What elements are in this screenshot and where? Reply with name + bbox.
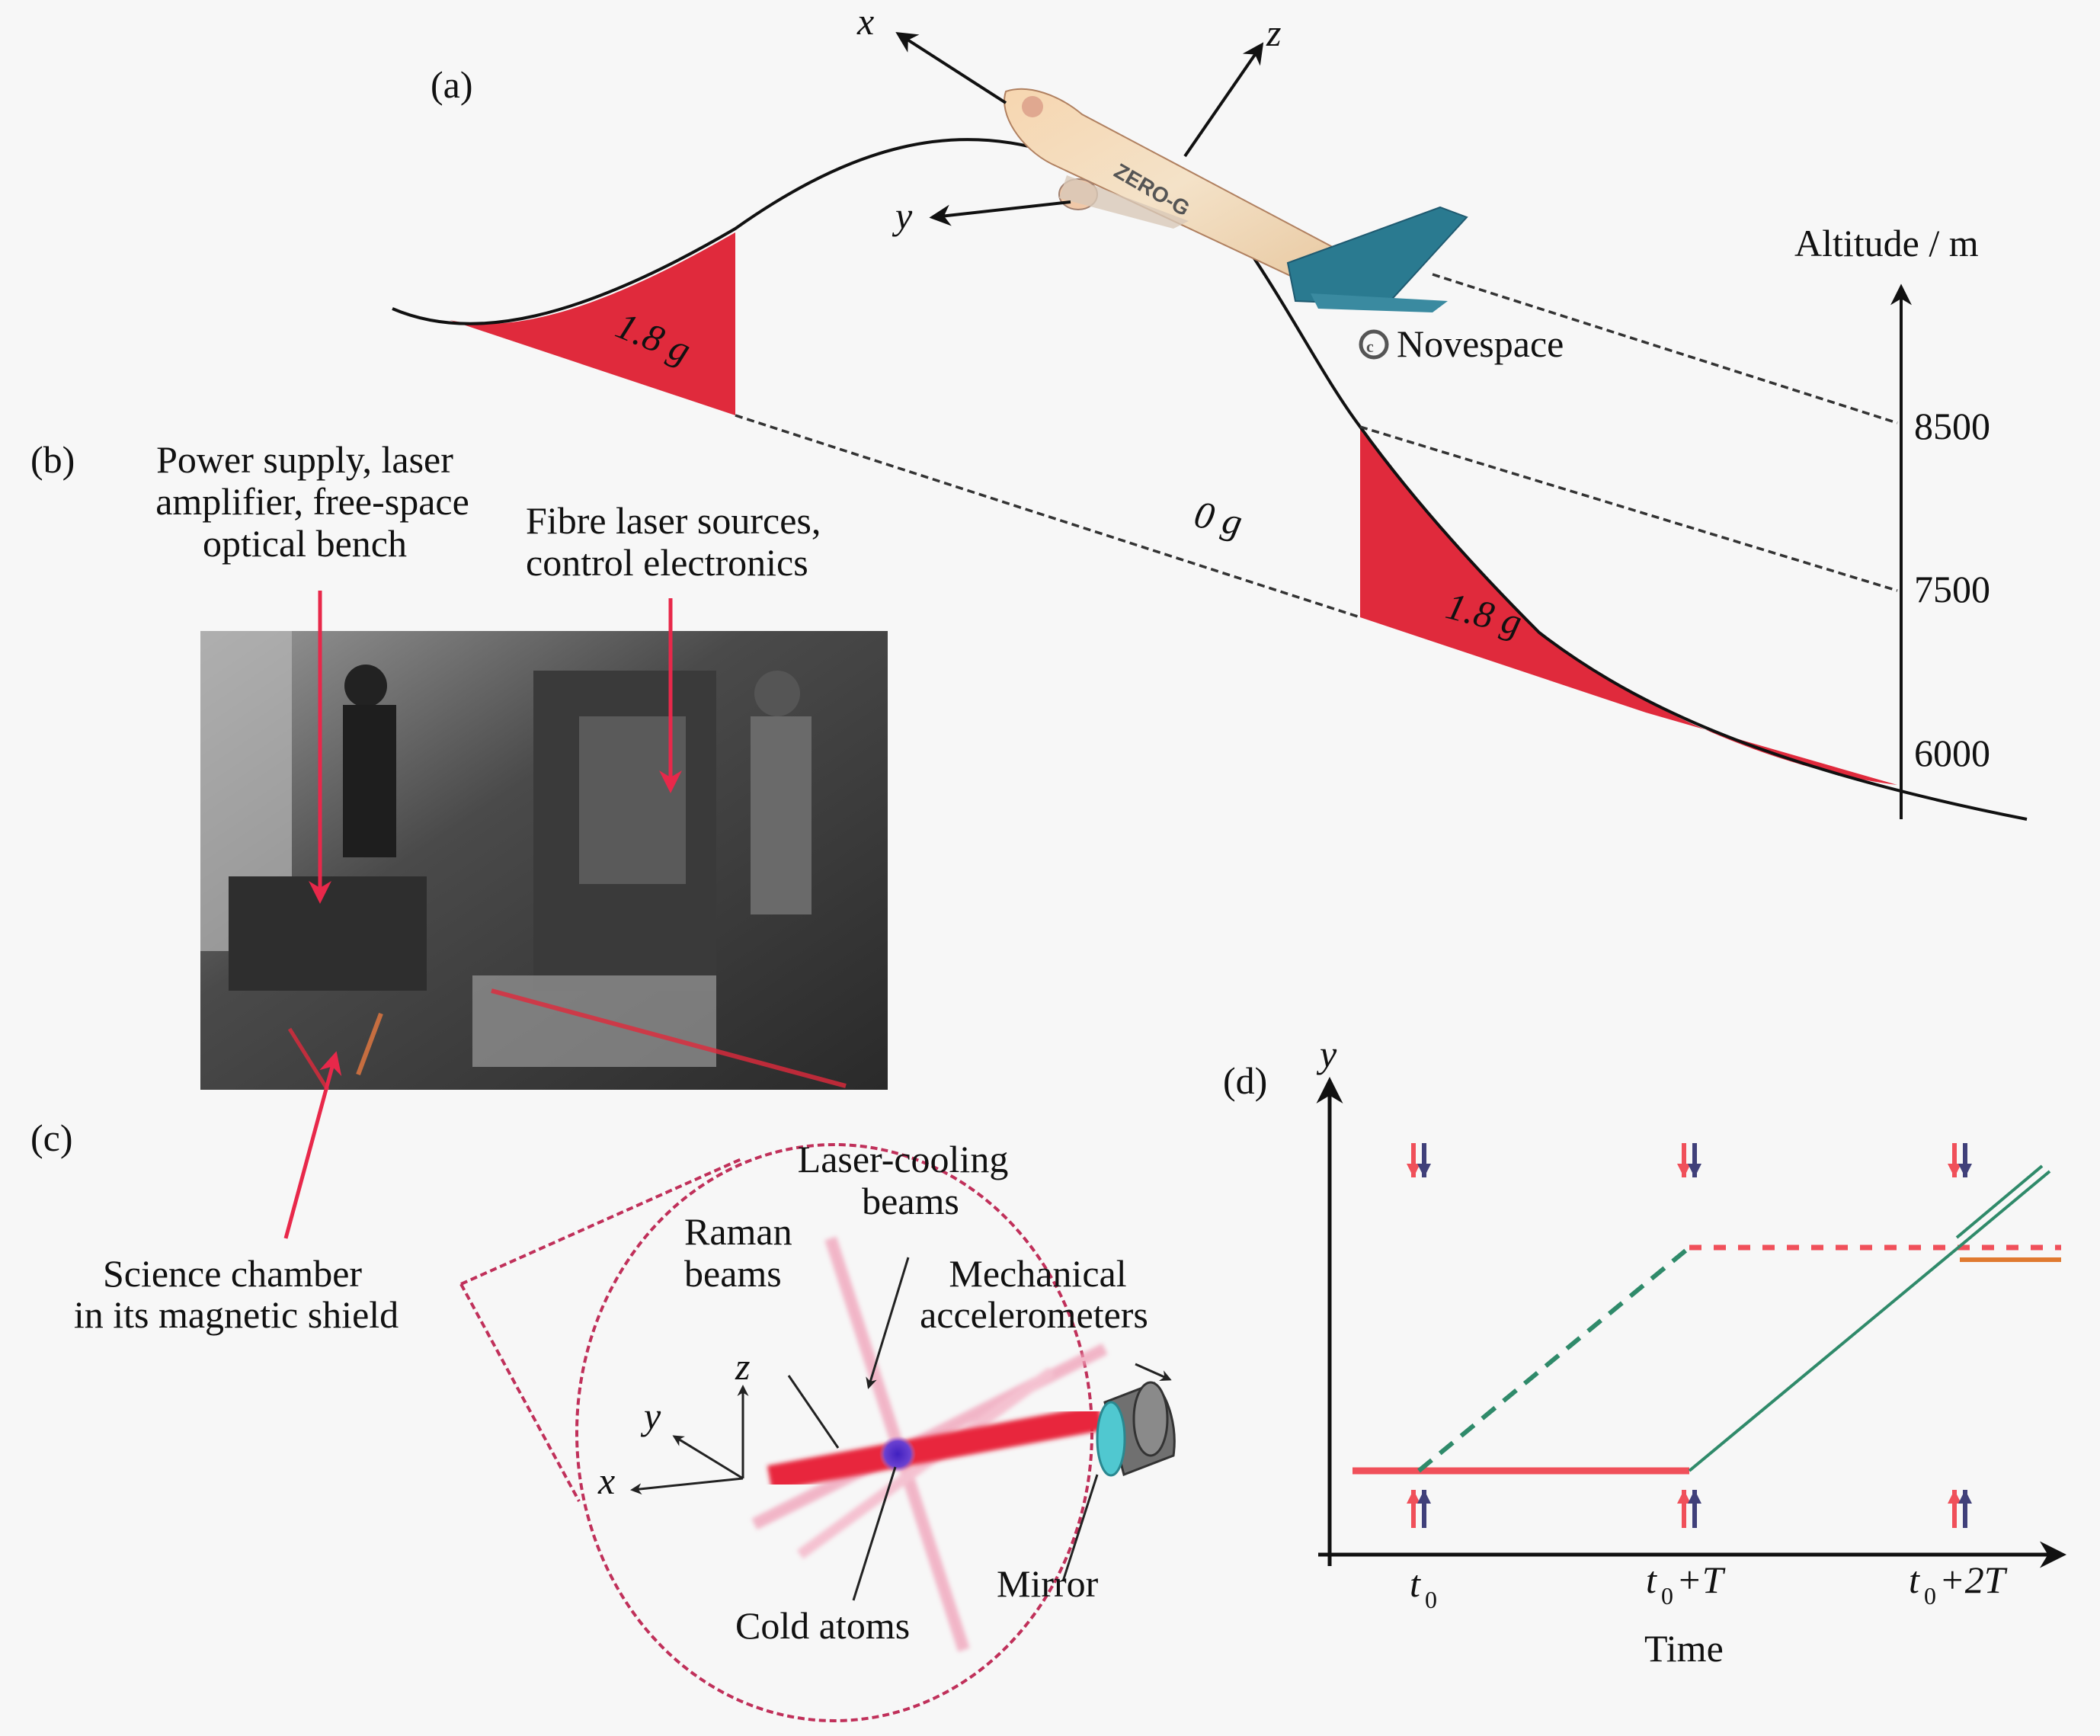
aircraft-axis-z (1183, 42, 1264, 158)
copyright-credit: c Novespace (1359, 322, 1564, 365)
pulse-arrow-up-red-1-head (1677, 1490, 1691, 1504)
pulse-arrow-down-blue-1-head (1688, 1164, 1701, 1177)
pulse-arrow-down-red-0-head (1407, 1164, 1420, 1177)
pulse-arrow-down-red-1-head (1677, 1164, 1691, 1177)
laser-pulse-arrows (1407, 1143, 1972, 1528)
aircraft-axis-y (929, 200, 1071, 226)
leader-mirror (1061, 1474, 1099, 1582)
svg-text:0: 0 (1924, 1582, 1936, 1609)
panel-c: (c) Laser-cooling beams Raman beam (30, 1116, 1176, 1722)
aircraft-axis-z-label: z (1266, 11, 1281, 54)
aircraft-illustration: ZERO-G (1004, 88, 1468, 312)
diagram-y-axis-label: y (1316, 1033, 1337, 1075)
aircraft-axis-y-label: y (892, 194, 913, 237)
hypergravity-region-pullout (1360, 427, 1897, 785)
callout-science-chamber-line2: in its magnetic shield (74, 1293, 399, 1336)
aircraft-axis-x (895, 31, 1007, 104)
altitude-axis-title: Altitude / m (1794, 222, 1979, 264)
pulse-arrow-up-red-2-head (1948, 1490, 1961, 1504)
chamber-axis-z-label: z (735, 1345, 750, 1388)
panel-a: (a) Altitude / m 8500 7500 6000 1.8 g 0 … (392, 0, 2028, 821)
panel-d-label: (d) (1223, 1059, 1267, 1102)
svg-text:+2T: +2T (1939, 1558, 2008, 1601)
pulse-arrow-up-blue-1-head (1688, 1490, 1701, 1504)
pulse-arrow-down-blue-0-head (1417, 1164, 1431, 1177)
chamber-axis-y-label: y (640, 1395, 661, 1437)
aircraft-axis-x-label: x (856, 0, 874, 43)
copyright-icon (1359, 329, 1389, 360)
output-port-a (1957, 1170, 2051, 1249)
upper-path-rising (1417, 1245, 1691, 1473)
callout-cold-atoms: Cold atoms (735, 1604, 910, 1647)
panel-b: (b) Power supply, laser amplifier, free-… (30, 438, 888, 1336)
callout-laser-cooling-line1: Laser-cooling (798, 1138, 1009, 1180)
leader-raman (787, 1375, 840, 1449)
cold-atoms (879, 1436, 916, 1472)
callout-raman-line1: Raman (684, 1210, 792, 1253)
callout-raman-line2: beams (684, 1252, 782, 1295)
callout-accelerometers-line2: accelerometers (920, 1293, 1148, 1336)
diagram-time-axis-label: Time (1644, 1627, 1724, 1670)
lower-path-rising (1688, 1246, 1960, 1472)
callout-power-supply-line1: Power supply, laser (156, 438, 453, 481)
svg-text:t: t (1410, 1562, 1421, 1605)
mirror (1096, 1401, 1126, 1477)
svg-text:t: t (1909, 1558, 1920, 1601)
callout-arrow-science-chamber (283, 1051, 342, 1239)
pulse-arrow-up-blue-0-head (1417, 1490, 1431, 1504)
callout-fibre-laser-line1: Fibre laser sources, (526, 499, 821, 542)
altitude-tick-7500: 7500 (1914, 568, 1990, 610)
callout-mirror: Mirror (997, 1562, 1099, 1605)
callout-accelerometers-line1: Mechanical (949, 1252, 1126, 1295)
callout-power-supply-line2: amplifier, free-space (155, 480, 469, 523)
callout-science-chamber-line1: Science chamber (103, 1252, 362, 1295)
pulse-arrow-up-blue-2-head (1958, 1490, 1972, 1504)
chamber-axis-x-label: x (597, 1459, 615, 1502)
experiment-photo (200, 631, 888, 1091)
raman-beam (767, 1404, 1104, 1491)
phase-label-freefall: 0 g (1191, 492, 1247, 544)
credit-text: Novespace (1397, 322, 1564, 365)
hypergravity-region-pullup (450, 232, 735, 415)
magnifier-circle (575, 1143, 1093, 1722)
callout-power-supply-line3: optical bench (203, 522, 407, 565)
pulse-arrow-down-red-2-head (1948, 1164, 1961, 1177)
projection-line-0g (735, 414, 1361, 619)
projection-line-7500 (1359, 425, 1898, 592)
leader-accel (1135, 1363, 1172, 1381)
altitude-tick-6000: 6000 (1914, 732, 1990, 774)
time-tick-t0-plus-2T: t 0 +2T (1909, 1558, 2008, 1609)
svg-text:0: 0 (1425, 1586, 1437, 1613)
leader-atoms (852, 1466, 897, 1601)
time-tick-t0: t 0 (1410, 1562, 1437, 1613)
panel-c-label: (c) (30, 1116, 73, 1159)
callout-fibre-laser-line2: control electronics (526, 541, 808, 584)
magnifier-cone-top (460, 1157, 744, 1286)
svg-text:c: c (1366, 337, 1374, 356)
pulse-arrow-up-red-0-head (1407, 1490, 1420, 1504)
altitude-tick-8500: 8500 (1914, 405, 1990, 447)
panel-a-label: (a) (431, 63, 473, 106)
output-port-b (1955, 1164, 2044, 1239)
svg-text:t: t (1646, 1558, 1657, 1601)
panel-d: (d) y t 0 t 0 +T t 0 +2T Time (1223, 1033, 2066, 1670)
time-tick-t0-plus-T: t 0 +T (1646, 1558, 1726, 1609)
chamber-axes: z y x (597, 1345, 750, 1502)
panel-b-label: (b) (30, 438, 75, 481)
leader-cooling (866, 1257, 910, 1389)
svg-text:0: 0 (1661, 1582, 1673, 1609)
callout-laser-cooling-line2: beams (862, 1180, 959, 1222)
projection-line-8500 (1432, 273, 1898, 424)
svg-text:+T: +T (1676, 1558, 1726, 1601)
magnifier-cone-bottom (459, 1283, 581, 1502)
pulse-arrow-down-blue-2-head (1958, 1164, 1972, 1177)
